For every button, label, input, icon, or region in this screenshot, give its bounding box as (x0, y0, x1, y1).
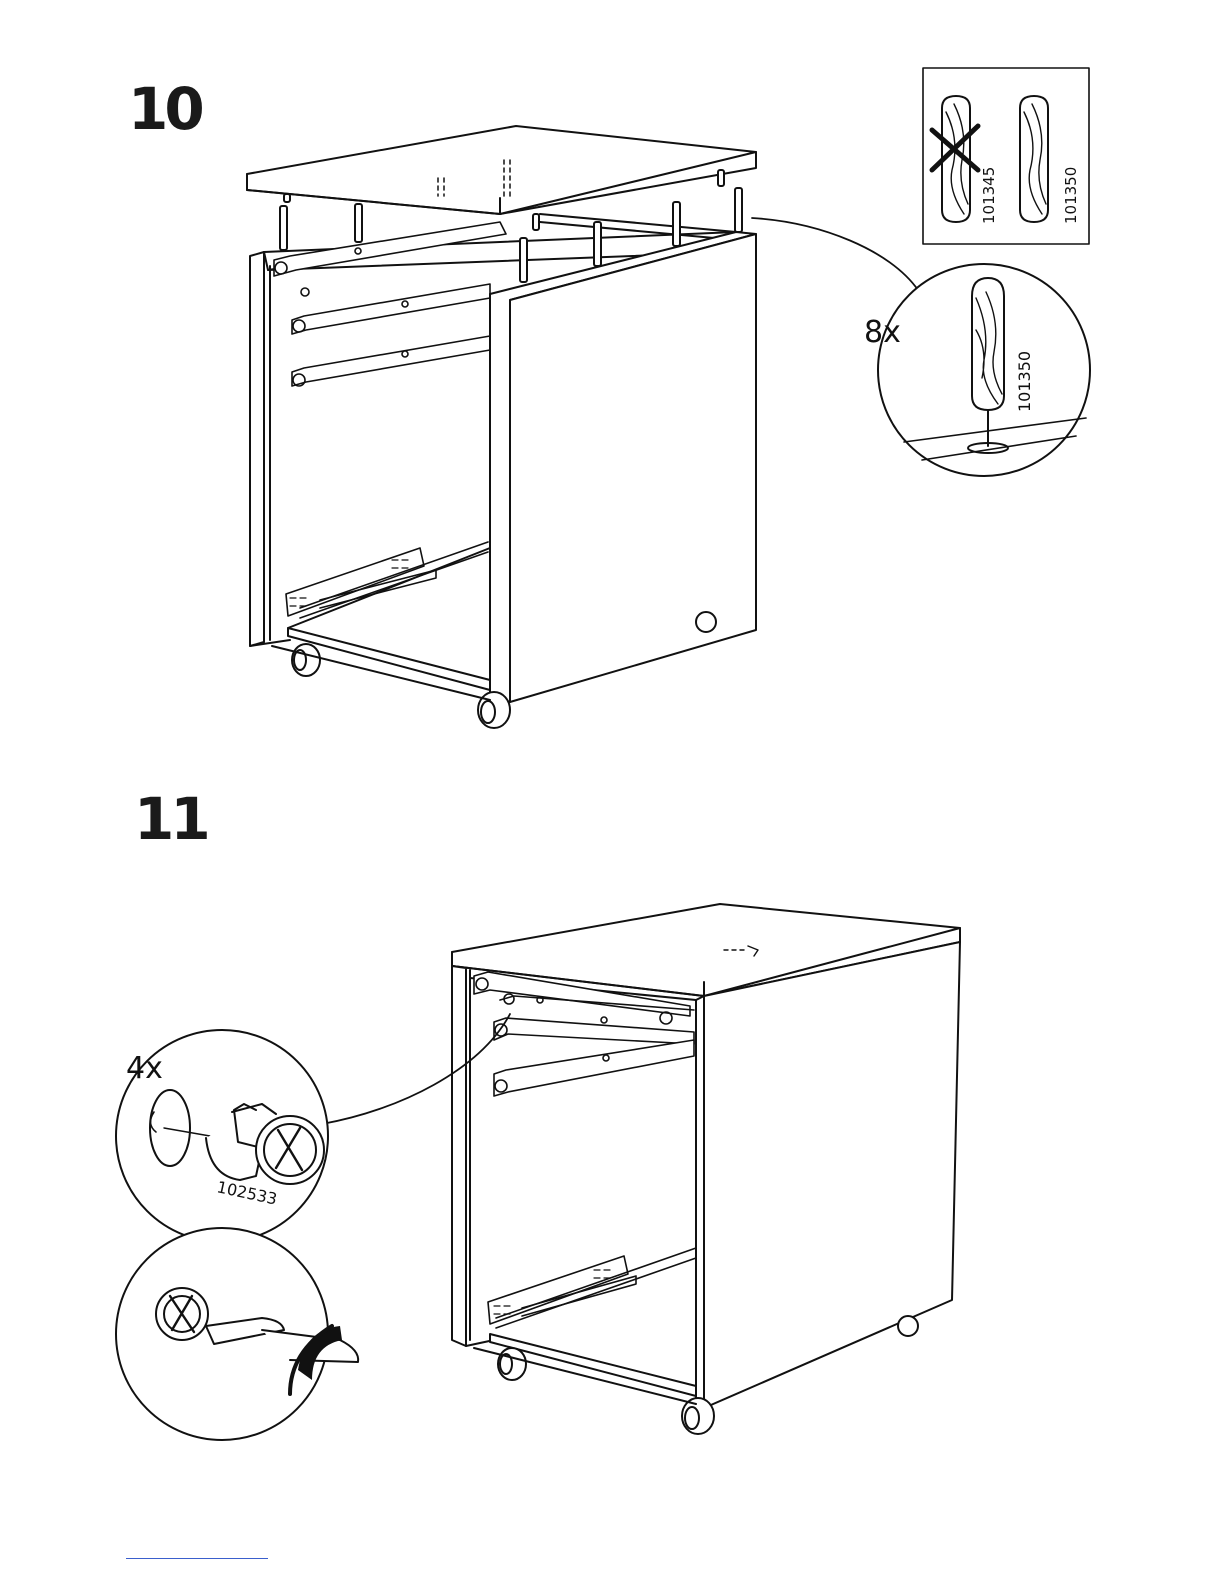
part-number-wrong: 101345 (980, 167, 998, 224)
quantity-8x: 8x (864, 315, 901, 350)
screwdriver-detail-circle (116, 1228, 358, 1440)
part-number-correct: 101350 (1062, 167, 1080, 224)
part-number-callout: 101350 (1015, 351, 1034, 412)
footer-rule (126, 1558, 268, 1559)
dowel-detail-circle (878, 264, 1090, 476)
quantity-4x: 4x (126, 1051, 163, 1086)
step11-cabinet-drawing (452, 904, 960, 1434)
step10-cabinet-drawing (247, 126, 756, 728)
